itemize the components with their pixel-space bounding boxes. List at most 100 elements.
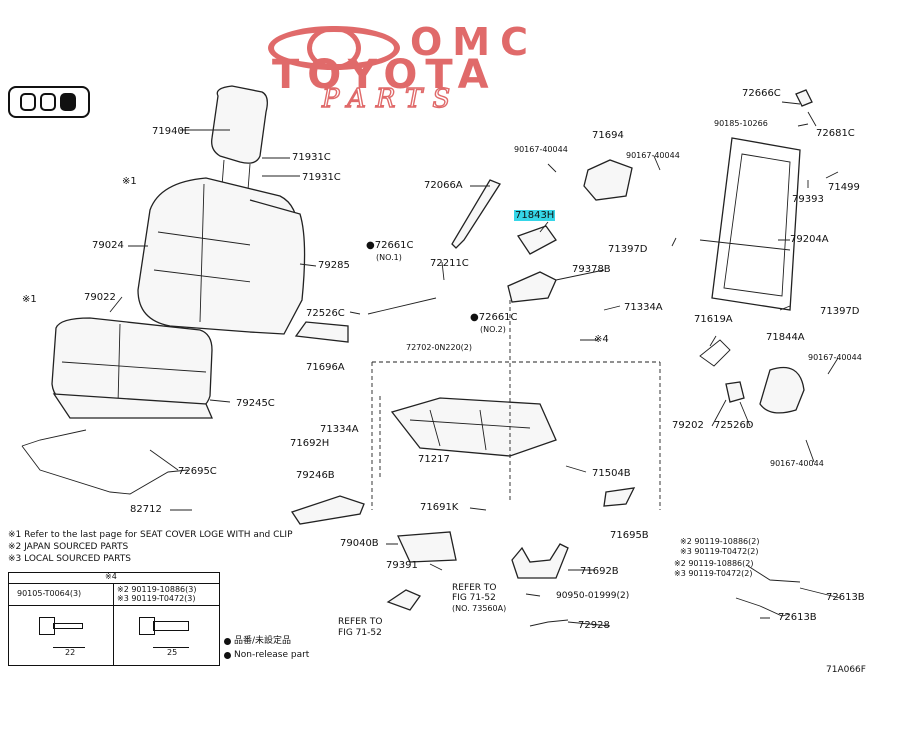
callout-72613b[interactable]: 72613B bbox=[778, 612, 817, 623]
callout-71940e[interactable]: 71940E bbox=[152, 126, 191, 137]
callout-72702[interactable]: 72702-0N220(2) bbox=[406, 343, 473, 352]
callout-90119-t0472[interactable]: ※3 90119-T0472(2) bbox=[674, 569, 753, 578]
callout-highlight: 71843H bbox=[514, 210, 556, 221]
part-71619a-drawing bbox=[699, 339, 731, 367]
footnote: ※1 Refer to the last page for SEAT COVER… bbox=[8, 530, 293, 540]
footnote: ※3 LOCAL SOURCED PARTS bbox=[8, 554, 131, 564]
cushion-frame-drawing bbox=[52, 393, 213, 419]
callout-90119-10886[interactable]: ※2 90119-10886(2) bbox=[674, 559, 754, 568]
dimension-value: 22 bbox=[65, 648, 76, 657]
callout-79202[interactable]: 79202 bbox=[672, 420, 704, 431]
pin-drawing bbox=[529, 619, 569, 627]
logo-toyota: TOYOTA bbox=[272, 52, 497, 98]
callout-71692h[interactable]: 71692H bbox=[290, 438, 330, 449]
seat-frame-drawing bbox=[390, 397, 557, 457]
clip-drawing bbox=[386, 589, 421, 611]
callout-71695b[interactable]: 71695B bbox=[610, 530, 649, 541]
seatback-frame-drawing bbox=[711, 137, 801, 311]
table-left-code[interactable]: 90105-T0064(3) bbox=[17, 589, 82, 598]
bullet-icon bbox=[224, 638, 231, 645]
bracket-cover-drawing bbox=[397, 531, 457, 563]
callout-72526c[interactable]: 72526C bbox=[306, 308, 345, 319]
callout-71692b[interactable]: 71692B bbox=[580, 566, 619, 577]
callout-72613b[interactable]: 72613B bbox=[826, 592, 865, 603]
callout-90167-40044[interactable]: 90167-40044 bbox=[808, 353, 862, 362]
table-right-code[interactable]: ※3 90119-T0472(3) bbox=[117, 594, 196, 603]
seat-icon bbox=[40, 93, 56, 111]
callout-71696a[interactable]: 71696A bbox=[306, 362, 345, 373]
footnote: ※2 JAPAN SOURCED PARTS bbox=[8, 542, 129, 552]
table-header: ※4 bbox=[105, 572, 117, 581]
callout-72928[interactable]: 72928 bbox=[578, 620, 610, 631]
refer-note: REFER TO bbox=[338, 617, 383, 627]
bolt-shank-icon bbox=[153, 621, 189, 631]
callout-71499[interactable]: 71499 bbox=[828, 182, 860, 193]
refer-link[interactable]: FIG 71-52 bbox=[338, 628, 382, 638]
callout-79204a[interactable]: 79204A bbox=[790, 234, 829, 245]
cover-71694-drawing bbox=[583, 159, 633, 201]
dimension-value: 25 bbox=[167, 648, 178, 657]
headrest-drawing bbox=[211, 85, 268, 164]
callout-71843h[interactable]: 71843H bbox=[514, 210, 556, 222]
callout-71931c[interactable]: 71931C bbox=[302, 172, 341, 183]
callout-72066a[interactable]: 72066A bbox=[424, 180, 463, 191]
callout-qualifier: (NO.2) bbox=[480, 325, 506, 334]
callout-79040b[interactable]: 79040B bbox=[340, 538, 379, 549]
callout-79022[interactable]: 79022 bbox=[84, 292, 116, 303]
callout-71931c[interactable]: 71931C bbox=[292, 152, 331, 163]
callout-72695c[interactable]: 72695C bbox=[178, 466, 217, 477]
refer-note: REFER TO bbox=[452, 583, 497, 593]
callout-71844a[interactable]: 71844A bbox=[766, 332, 805, 343]
callout-79393[interactable]: 79393 bbox=[792, 194, 824, 205]
callout-79391[interactable]: 79391 bbox=[386, 560, 418, 571]
bullet-icon bbox=[224, 652, 231, 659]
rail-cover-drawing bbox=[603, 487, 636, 507]
callout-72681c[interactable]: 72681C bbox=[816, 128, 855, 139]
seat-icon bbox=[20, 93, 36, 111]
callout-79245c[interactable]: 79245C bbox=[236, 398, 275, 409]
side-cover-drawing bbox=[290, 495, 365, 525]
callout-71334a[interactable]: 71334A bbox=[320, 424, 359, 435]
note-marker: ※1 bbox=[122, 176, 137, 187]
refer-note: (NO. 73560A) bbox=[452, 604, 507, 613]
callout-71691k[interactable]: 71691K bbox=[420, 502, 459, 513]
callout-90185-10266[interactable]: 90185-10266 bbox=[714, 119, 768, 128]
callout-90167-40044[interactable]: 90167-40044 bbox=[770, 459, 824, 468]
callout-72666c[interactable]: 72666C bbox=[742, 88, 781, 99]
callout-72661c[interactable]: ●72661C bbox=[366, 240, 414, 251]
callout-90119-10886[interactable]: ※2 90119-10886(2) bbox=[680, 537, 760, 546]
rail-bracket-drawing bbox=[511, 543, 569, 579]
toyota-logo-inner-ellipse bbox=[307, 26, 361, 70]
note-marker: ※4 bbox=[594, 334, 609, 345]
callout-72526d[interactable]: 72526D bbox=[714, 420, 754, 431]
callout-90950-01999[interactable]: 90950-01999(2) bbox=[556, 591, 630, 601]
table-right-code[interactable]: ※2 90119-10886(3) bbox=[117, 585, 197, 594]
callout-82712[interactable]: 82712 bbox=[130, 504, 162, 515]
part-72666c-drawing bbox=[795, 89, 813, 107]
legend-label: 品番/未設定品 bbox=[234, 636, 292, 646]
part-72613b-drawing bbox=[735, 565, 801, 617]
callout-72211c[interactable]: 72211C bbox=[430, 258, 469, 269]
callout-71217[interactable]: 71217 bbox=[418, 454, 450, 465]
callout-79246b[interactable]: 79246B bbox=[296, 470, 335, 481]
callout-90119-t0472[interactable]: ※3 90119-T0472(2) bbox=[680, 547, 759, 556]
legend-label: Non-release part bbox=[234, 650, 310, 660]
callout-71334a[interactable]: 71334A bbox=[624, 302, 663, 313]
callout-71397d[interactable]: 71397D bbox=[820, 306, 860, 317]
callout-90167-40044[interactable]: 90167-40044 bbox=[626, 151, 680, 160]
callout-79024[interactable]: 79024 bbox=[92, 240, 124, 251]
callout-90167-40044[interactable]: 90167-40044 bbox=[514, 145, 568, 154]
fastener-table: ※4 90105-T0064(3) ※2 90119-10886(3) ※3 9… bbox=[8, 572, 220, 666]
callout-71397d[interactable]: 71397D bbox=[608, 244, 648, 255]
callout-71504b[interactable]: 71504B bbox=[592, 468, 631, 479]
refer-link[interactable]: FIG 71-52 bbox=[452, 593, 496, 603]
callout-71619a[interactable]: 71619A bbox=[694, 314, 733, 325]
bolt-head-icon bbox=[139, 617, 155, 635]
note-marker: ※1 bbox=[22, 294, 37, 305]
callout-71694[interactable]: 71694 bbox=[592, 130, 624, 141]
callout-79285[interactable]: 79285 bbox=[318, 260, 350, 271]
callout-79378b[interactable]: 79378B bbox=[572, 264, 611, 275]
callout-72661c[interactable]: ●72661C bbox=[470, 312, 518, 323]
logo-parts: PARTS bbox=[321, 83, 461, 114]
